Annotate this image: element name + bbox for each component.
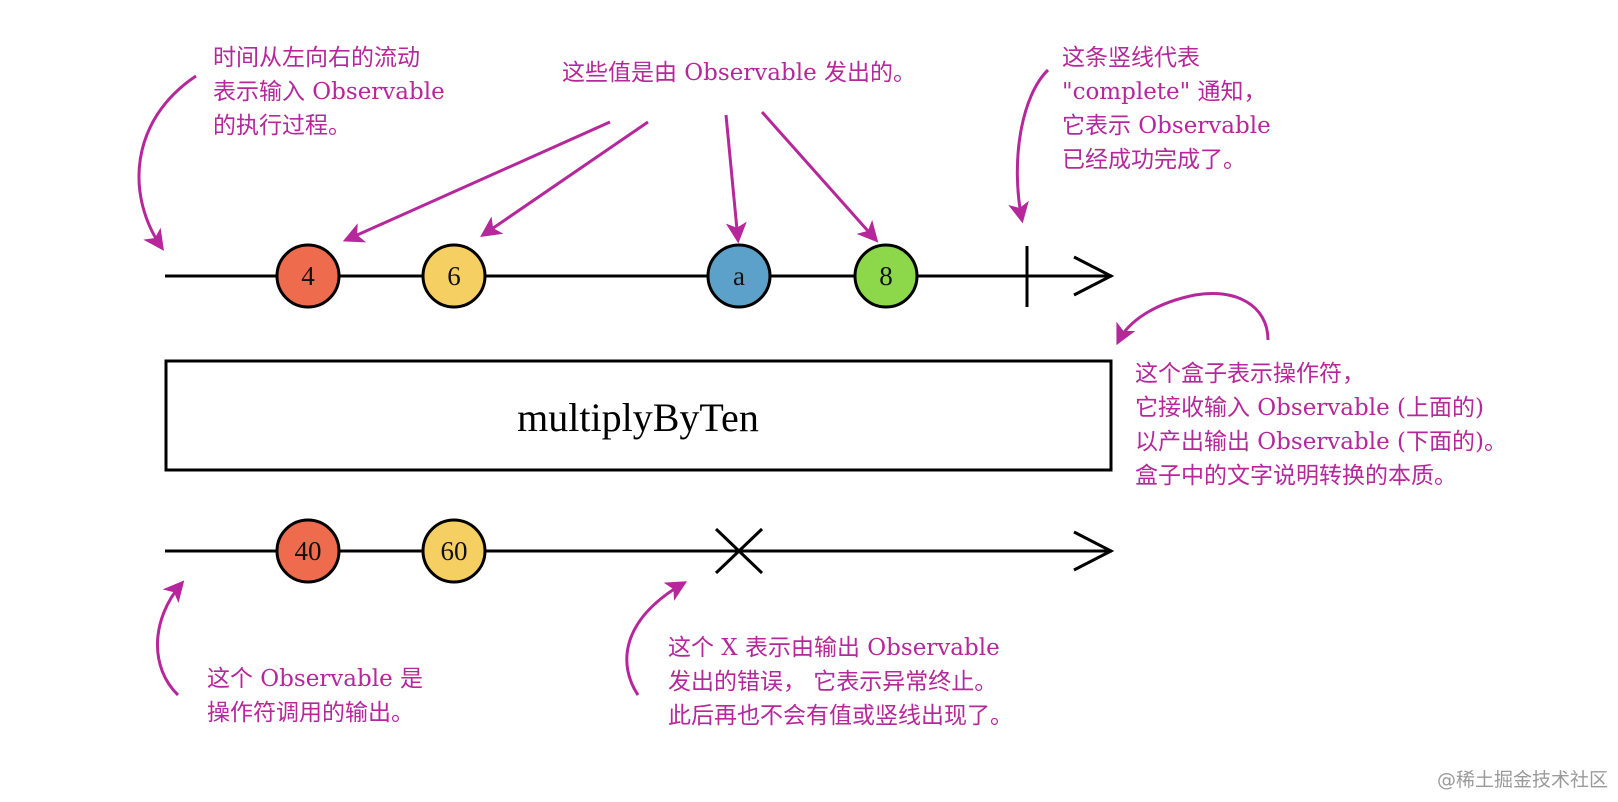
error-x-mark: [714, 527, 764, 575]
output-marble-label: 60: [441, 536, 468, 566]
output-marble: 40: [275, 518, 341, 584]
annotation-line: 以产出输出 Observable (下面的)。: [1135, 429, 1507, 455]
annotation-line: 它接收输入 Observable (上面的): [1135, 395, 1484, 421]
error-arrow: [625, 581, 688, 696]
annotation-time-flow: 时间从左向右的流动 表示输入 Observable 的执行过程。: [213, 41, 445, 143]
annotation-line: 的执行过程。: [213, 113, 351, 139]
annotation-complete: 这条竖线代表 "complete" 通知， 它表示 Observable 已经成…: [1062, 41, 1271, 177]
output-timeline-arrowhead: [1073, 530, 1115, 572]
value-arrow-6: [480, 120, 649, 237]
operator-name: multiplyByTen: [517, 395, 759, 440]
input-marble: 6: [421, 243, 487, 309]
input-marble-label: 6: [447, 261, 461, 291]
operator-box-arrow: [1116, 292, 1270, 346]
input-marble-circle: [275, 243, 341, 309]
output-marble: 60: [421, 518, 487, 584]
annotation-line: 时间从左向右的流动: [213, 45, 420, 71]
annotation-line: 这个 Observable 是: [207, 666, 424, 692]
output-marble-circle: [421, 518, 487, 584]
time-flow-arrow: [137, 74, 197, 251]
input-marble: a: [706, 243, 772, 309]
input-marble-circle: [421, 243, 487, 309]
input-marble: 4: [275, 243, 341, 309]
complete-arrow: [1008, 68, 1050, 224]
annotation-line: 它表示 Observable: [1062, 113, 1271, 139]
annotation-error: 这个 X 表示由输出 Observable 发出的错误， 它表示异常终止。 此后…: [668, 631, 1013, 733]
annotation-output: 这个 Observable 是 操作符调用的输出。: [207, 662, 423, 730]
input-marble-circle: [706, 243, 772, 309]
annotation-line: 操作符调用的输出。: [207, 700, 414, 726]
input-marble: 8: [853, 243, 919, 309]
output-marble-label: 40: [295, 536, 322, 566]
annotation-line: 这个盒子表示操作符，: [1135, 361, 1365, 387]
value-arrow-a: [724, 114, 747, 244]
input-marble-label: 8: [879, 261, 893, 291]
annotation-line: 盒子中的文字说明转换的本质。: [1135, 463, 1457, 489]
input-marble-circle: [853, 243, 919, 309]
annotation-line: "complete" 通知，: [1062, 79, 1267, 105]
annotation-line: 已经成功完成了。: [1062, 147, 1246, 173]
annotation-line: 此后再也不会有值或竖线出现了。: [668, 703, 1013, 729]
annotation-line: 这条竖线代表: [1062, 45, 1200, 71]
output-arrow: [156, 580, 185, 697]
value-arrow-8: [760, 111, 879, 243]
input-marble-label: 4: [301, 261, 315, 291]
annotation-values: 这些值是由 Observable 发出的。: [562, 56, 916, 90]
annotation-line: 表示输入 Observable: [213, 79, 445, 105]
watermark: @稀土掘金技术社区: [1436, 769, 1608, 791]
input-marble-label: a: [733, 261, 745, 291]
output-marble-circle: [275, 518, 341, 584]
annotation-line: 这些值是由 Observable 发出的。: [562, 60, 917, 86]
annotation-operator-box: 这个盒子表示操作符， 它接收输入 Observable (上面的) 以产出输出 …: [1135, 357, 1507, 493]
input-timeline-arrowhead: [1073, 255, 1115, 297]
annotation-line: 这个 X 表示由输出 Observable: [668, 635, 1000, 661]
value-arrow-4: [342, 120, 611, 243]
operator-box: [164, 359, 1113, 472]
annotation-line: 发出的错误， 它表示异常终止。: [668, 669, 998, 695]
